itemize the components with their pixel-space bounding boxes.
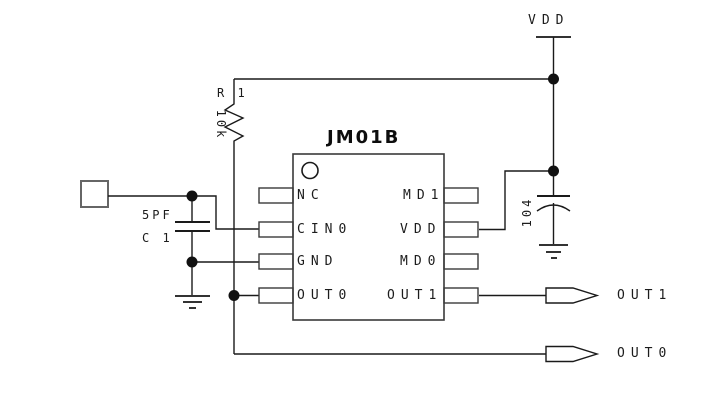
- ic-pin-label-vdd: VDD: [400, 222, 442, 237]
- junction-dot: [548, 165, 559, 177]
- ic-pin-label-nc: NC: [297, 188, 325, 203]
- pin-box-cin0: [258, 221, 294, 238]
- capacitor-c1-value-label: 5PF: [142, 208, 173, 222]
- junction-dot: [186, 256, 198, 268]
- cin0-net-wire: [108, 195, 259, 230]
- pin-boxes: [258, 187, 479, 304]
- output-port-out1-arrow-icon: [545, 287, 600, 304]
- junction-dot: [228, 290, 240, 301]
- port-label-out0: OUT0: [617, 346, 673, 361]
- ic-pin-label-md0: MD0: [400, 254, 442, 269]
- junction-dot: [548, 73, 559, 85]
- resistor-r1-symbol: [223, 79, 245, 354]
- pin-box-md0: [443, 253, 479, 270]
- pin-box-gnd: [258, 253, 294, 270]
- vdd-net-label: VDD: [528, 13, 570, 28]
- pin-box-out0: [258, 287, 294, 304]
- pin-box-out1: [443, 287, 479, 304]
- vdd-pin-wire: [479, 170, 554, 231]
- port-label-out1: OUT1: [617, 288, 673, 303]
- bypass-capacitor-value-label: 104: [520, 196, 534, 228]
- pin1-indicator-circle-icon: [301, 161, 319, 180]
- pin-box-vdd: [443, 221, 479, 238]
- ic-pin-label-out0: OUT0: [297, 288, 353, 303]
- pin-box-md1: [443, 187, 479, 204]
- input-pad-square: [80, 180, 109, 208]
- ic-pin-label-out1: OUT1: [387, 288, 443, 303]
- ic-pin-label-gnd: GND: [297, 254, 339, 269]
- capacitor-c1-symbol: [175, 196, 210, 296]
- ic-pin-label-md1: MD1: [403, 188, 445, 203]
- capacitor-c1-name-label: C 1: [142, 231, 173, 245]
- junction-dots: [186, 73, 559, 301]
- junction-dot: [186, 190, 198, 202]
- pin-box-nc: [258, 187, 294, 204]
- ground-symbol-c1-icon: [175, 295, 210, 309]
- resistor-name-label: R 1: [217, 86, 248, 100]
- ic-pin-label-cin0: CIN0: [297, 222, 353, 237]
- resistor-value-label: 10k: [214, 109, 228, 141]
- output-port-out0-arrow-icon: [545, 345, 600, 363]
- ground-symbol-bypass-icon: [539, 244, 568, 259]
- bypass-capacitor-symbol: [536, 195, 571, 245]
- ic-title: JM01B: [327, 127, 401, 148]
